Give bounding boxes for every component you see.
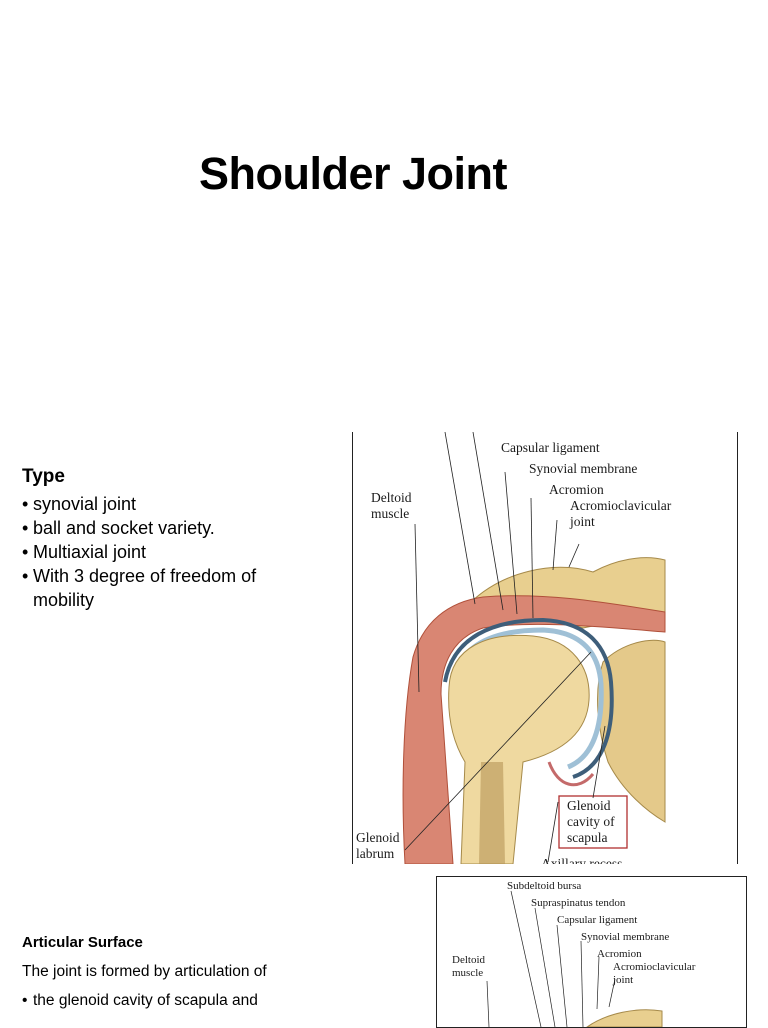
label-capsular-ligament-small: Capsular ligament — [557, 914, 637, 926]
label-deltoid-small-2: muscle — [452, 967, 483, 979]
type-bullet: Multiaxial joint — [22, 540, 322, 564]
articular-intro: The joint is formed by articulation of — [22, 963, 267, 980]
label-supraspinatus-tendon: Supraspinatus tendon — [531, 897, 626, 909]
label-deltoid-small-1: Deltoid — [452, 954, 485, 966]
label-acromion-small: Acromion — [597, 948, 642, 960]
type-bullet: synovial joint — [22, 492, 322, 516]
label-subdeltoid-bursa: Subdeltoid bursa — [507, 880, 581, 892]
articular-bullet: the glenoid cavity of scapula and — [22, 992, 258, 1010]
shoulder-joint-illustration: Capsular ligament Synovial membrane Acro… — [352, 432, 738, 864]
type-bullet-list: synovial joint ball and socket variety. … — [22, 492, 322, 612]
articular-bullet-list: the glenoid cavity of scapula and — [22, 992, 258, 1010]
shoulder-diagram-small: Subdeltoid bursa Supraspinatus tendon Ca… — [452, 880, 696, 1027]
label-deltoid-2: muscle — [371, 506, 409, 521]
label-acromioclavicular-small-2: joint — [612, 974, 633, 986]
label-glenoid-cavity-2: cavity of — [567, 814, 615, 829]
articular-heading: Articular Surface — [22, 934, 143, 951]
label-glenoid-labrum-1: Glenoid — [356, 830, 400, 845]
label-synovial-membrane-small: Synovial membrane — [581, 931, 669, 943]
label-glenoid-cavity-1: Glenoid — [567, 798, 611, 813]
type-bullet: With 3 degree of freedom of mobility — [22, 564, 322, 612]
type-section: Type synovial joint ball and socket vari… — [22, 466, 322, 612]
label-acromioclavicular-1: Acromioclavicular — [570, 498, 672, 513]
label-acromion: Acromion — [549, 482, 604, 497]
scapula-shape — [597, 639, 666, 823]
label-synovial-membrane: Synovial membrane — [529, 461, 637, 476]
label-axillary-recess: Axillary recess — [541, 856, 622, 864]
label-glenoid-cavity-3: scapula — [567, 830, 607, 845]
label-deltoid-1: Deltoid — [371, 490, 412, 505]
label-glenoid-labrum-2: labrum — [356, 846, 395, 861]
shoulder-joint-illustration-small: Subdeltoid bursa Supraspinatus tendon Ca… — [436, 876, 747, 1028]
type-bullet: ball and socket variety. — [22, 516, 322, 540]
acromion-shape-small — [586, 1009, 663, 1027]
type-heading: Type — [22, 466, 65, 487]
label-acromioclavicular-small-1: Acromioclavicular — [613, 961, 696, 973]
marrow-shape — [479, 762, 505, 864]
axillary-recess-shape — [547, 761, 595, 787]
shoulder-diagram: Capsular ligament Synovial membrane Acro… — [356, 432, 672, 864]
deltoid-muscle-shape — [402, 595, 666, 864]
label-acromioclavicular-2: joint — [569, 514, 595, 529]
capsule-outline — [443, 617, 614, 779]
label-capsular-ligament: Capsular ligament — [501, 440, 600, 455]
slide-title: Shoulder Joint — [199, 148, 508, 199]
glenoid-label-box — [558, 795, 628, 849]
